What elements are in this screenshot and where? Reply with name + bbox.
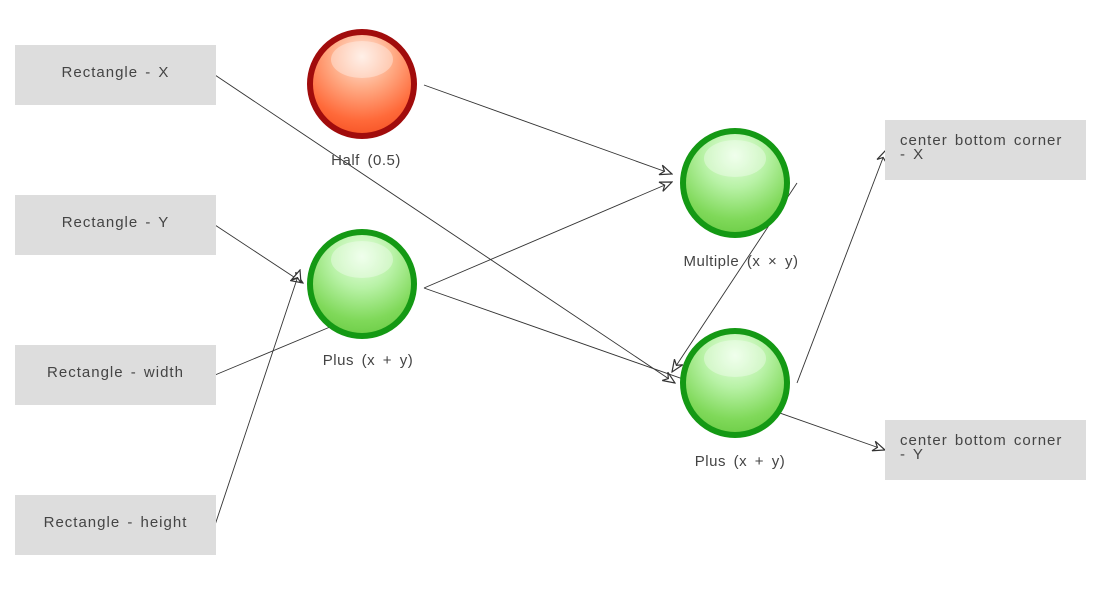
- node-highlight: [330, 40, 394, 79]
- input-node-rectangle-height[interactable]: Rectangle - height: [15, 495, 216, 555]
- output-node-center-bottom-corner-y[interactable]: center bottom corner - Y: [885, 420, 1086, 480]
- node-highlight: [330, 240, 394, 279]
- plus-operation-label-2: Plus (x + y): [694, 453, 786, 470]
- input-node-label: Rectangle - X: [61, 64, 170, 81]
- output-node-label-line2: - X: [900, 146, 925, 163]
- half-operation-label: Half (0.5): [331, 152, 401, 169]
- input-node-rectangle-width[interactable]: Rectangle - width: [15, 345, 216, 405]
- connection-rect-y-to-plus-1: [214, 224, 303, 283]
- output-node-label-line2: - Y: [900, 446, 924, 463]
- output-node-label-line1: center bottom corner: [900, 132, 1063, 149]
- output-node-label-line1: center bottom corner: [900, 432, 1063, 449]
- output-node-center-bottom-corner-x[interactable]: center bottom corner - X: [885, 120, 1086, 180]
- half-operation-node[interactable]: [307, 29, 417, 139]
- input-node-label: Rectangle - width: [47, 364, 184, 381]
- multiple-operation-node[interactable]: [680, 128, 790, 238]
- input-node-label: Rectangle - height: [43, 514, 188, 531]
- connection-plus-1-to-multiple: [423, 182, 672, 289]
- input-node-rectangle-x[interactable]: Rectangle - X: [15, 45, 216, 105]
- input-node-rectangle-y[interactable]: Rectangle - Y: [15, 195, 216, 255]
- connection-rect-x-to-plus-2: [214, 74, 675, 383]
- node-highlight: [703, 139, 767, 178]
- input-node-label: Rectangle - Y: [61, 214, 170, 231]
- plus-operation-node-1[interactable]: [307, 229, 417, 339]
- plus-operation-node-2[interactable]: [680, 328, 790, 438]
- multiple-operation-label: Multiple (x × y): [683, 253, 799, 270]
- plus-operation-label-1: Plus (x + y): [322, 352, 414, 369]
- connection-plus-1-to-output-y: [423, 287, 885, 450]
- node-highlight: [703, 339, 767, 378]
- connection-rect-height-to-plus-1: [214, 270, 300, 526]
